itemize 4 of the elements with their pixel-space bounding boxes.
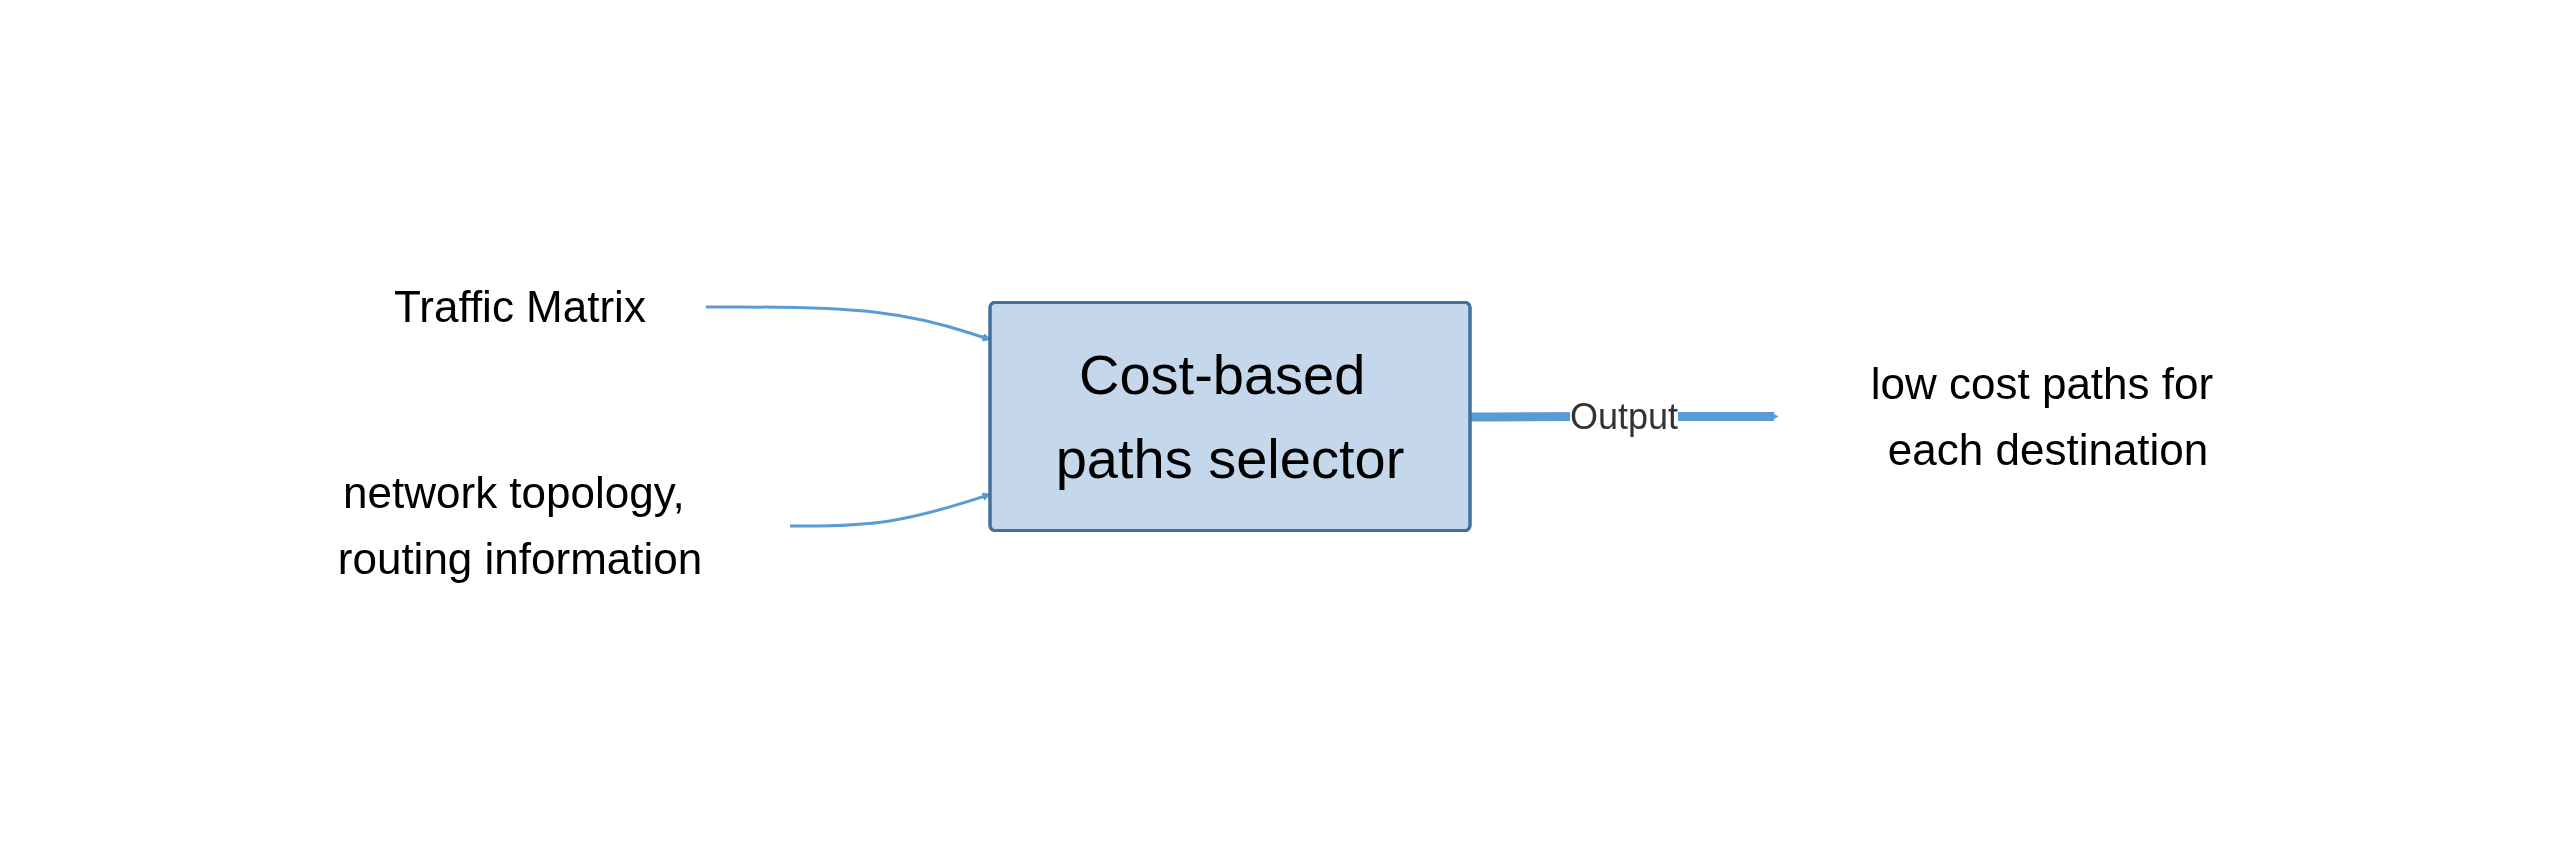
node-text: network topology, routing information [338, 468, 703, 583]
node-text: low cost paths for each destination [1871, 358, 2214, 474]
edge-label: Output [1570, 395, 1679, 437]
node-text: Traffic Matrix [394, 282, 647, 331]
